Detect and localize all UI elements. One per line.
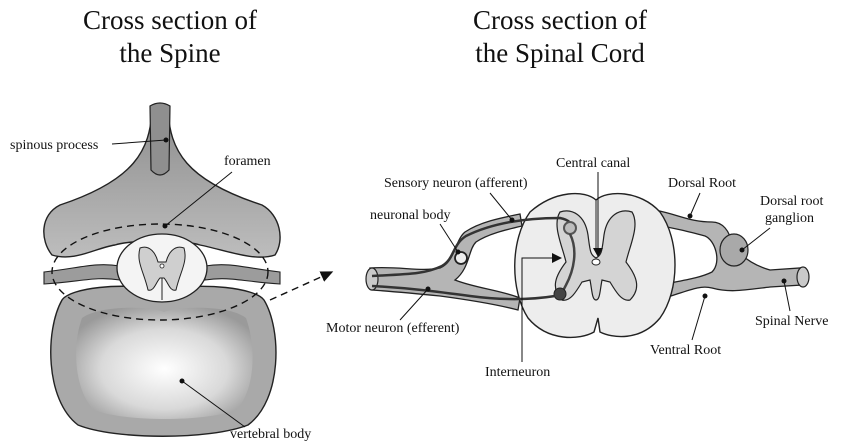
spinal-nerve-left-end [365, 267, 379, 291]
dot-dorsal-root-ganglion [739, 247, 745, 253]
leader-dorsal-root-ganglion [741, 227, 771, 251]
label-interneuron: Interneuron [485, 365, 550, 380]
spine-title-line-2: the Spine [119, 38, 221, 68]
label-neuronal-body: neuronal body [370, 208, 450, 223]
spinal-cord-title: Cross section of the Spinal Cord [430, 4, 690, 70]
dorsal-root-ganglion-shape [719, 233, 749, 267]
motor-neuron-path [371, 284, 556, 301]
spinal-cord-title-line-1: Cross section of [473, 5, 647, 35]
leader-sensory-neuron [489, 192, 513, 221]
dot-sensory-neuron [509, 217, 515, 223]
label-vertebral-body: vertebral body [230, 427, 311, 442]
leader-spinal-nerve [783, 280, 791, 312]
leader-foramen [164, 171, 233, 227]
label-ventral-root: Ventral Root [650, 343, 721, 358]
arrow-central-canal [593, 248, 603, 257]
foramen-dashed-outline [51, 223, 269, 321]
label-dorsal-root-ganglion-1: Dorsal root [760, 194, 823, 209]
label-dorsal-root-ganglion-2: ganglion [765, 211, 814, 226]
dot-motor-neuron [425, 286, 431, 292]
spine-title: Cross section of the Spine [40, 4, 300, 70]
interneuron-body [553, 287, 567, 301]
label-dorsal-root: Dorsal Root [668, 176, 736, 191]
label-central-canal: Central canal [556, 156, 630, 171]
label-spinal-nerve: Spinal Nerve [755, 314, 828, 329]
dot-spinous-process [163, 137, 169, 143]
spinous-process [149, 102, 171, 176]
spinal-cord-title-line-2: the Spinal Cord [475, 38, 645, 68]
spine-cord-grey-matter [138, 246, 186, 291]
leader-vertebral-body [181, 380, 246, 428]
spine-title-line-1: Cross section of [83, 5, 257, 35]
leader-ventral-root [691, 295, 706, 341]
dot-vertebral-body [179, 378, 185, 384]
vertebral-body-core [76, 307, 253, 419]
central-canal-shape [591, 258, 601, 266]
dot-ventral-root [702, 293, 708, 299]
sensory-terminal [563, 221, 577, 235]
dot-dorsal-root [687, 213, 693, 219]
leader-neuronal-body [439, 223, 459, 253]
dot-neuronal-body [455, 249, 461, 255]
label-foramen: foramen [224, 154, 271, 169]
label-motor-neuron: Motor neuron (efferent) [326, 321, 460, 336]
leader-dorsal-root [689, 192, 701, 217]
vertebra [43, 102, 281, 437]
leader-motor-neuron [399, 288, 429, 321]
arrow-interneuron [552, 253, 562, 263]
dot-spinal-nerve [781, 278, 787, 284]
label-sensory-neuron: Sensory neuron (afferent) [384, 176, 528, 191]
leader-interneuron [521, 257, 560, 362]
spine-central-canal [159, 263, 165, 269]
sensory-neuronal-body [454, 251, 468, 265]
dot-foramen [162, 223, 168, 229]
spinal-nerve-right-end [796, 266, 810, 288]
sensory-neuron-path [371, 216, 572, 278]
leader-spinous-process [111, 139, 167, 145]
label-spinous-process: spinous process [10, 138, 98, 153]
spinal-cord [365, 192, 810, 339]
